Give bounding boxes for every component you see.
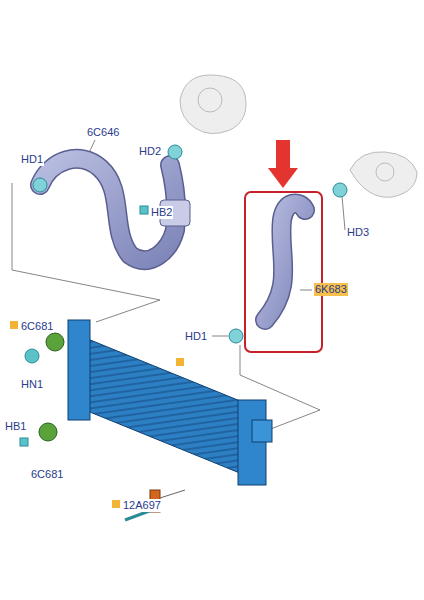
- callout-number: 12A697: [122, 499, 162, 512]
- callout-number: HD1: [184, 330, 208, 343]
- callout-number: 6C681: [20, 320, 54, 333]
- callout-number: 6C681: [30, 468, 64, 481]
- callout-number: HB1: [4, 420, 27, 433]
- callout-number: HB2: [150, 206, 173, 219]
- callout-number: HD3: [346, 226, 370, 239]
- callout-number: HD1: [20, 153, 44, 166]
- callout-number: HN1: [20, 378, 44, 391]
- callout-number: 6C646: [86, 126, 120, 139]
- callout-number: HD2: [138, 145, 162, 158]
- callout-number: 6K683: [314, 283, 348, 296]
